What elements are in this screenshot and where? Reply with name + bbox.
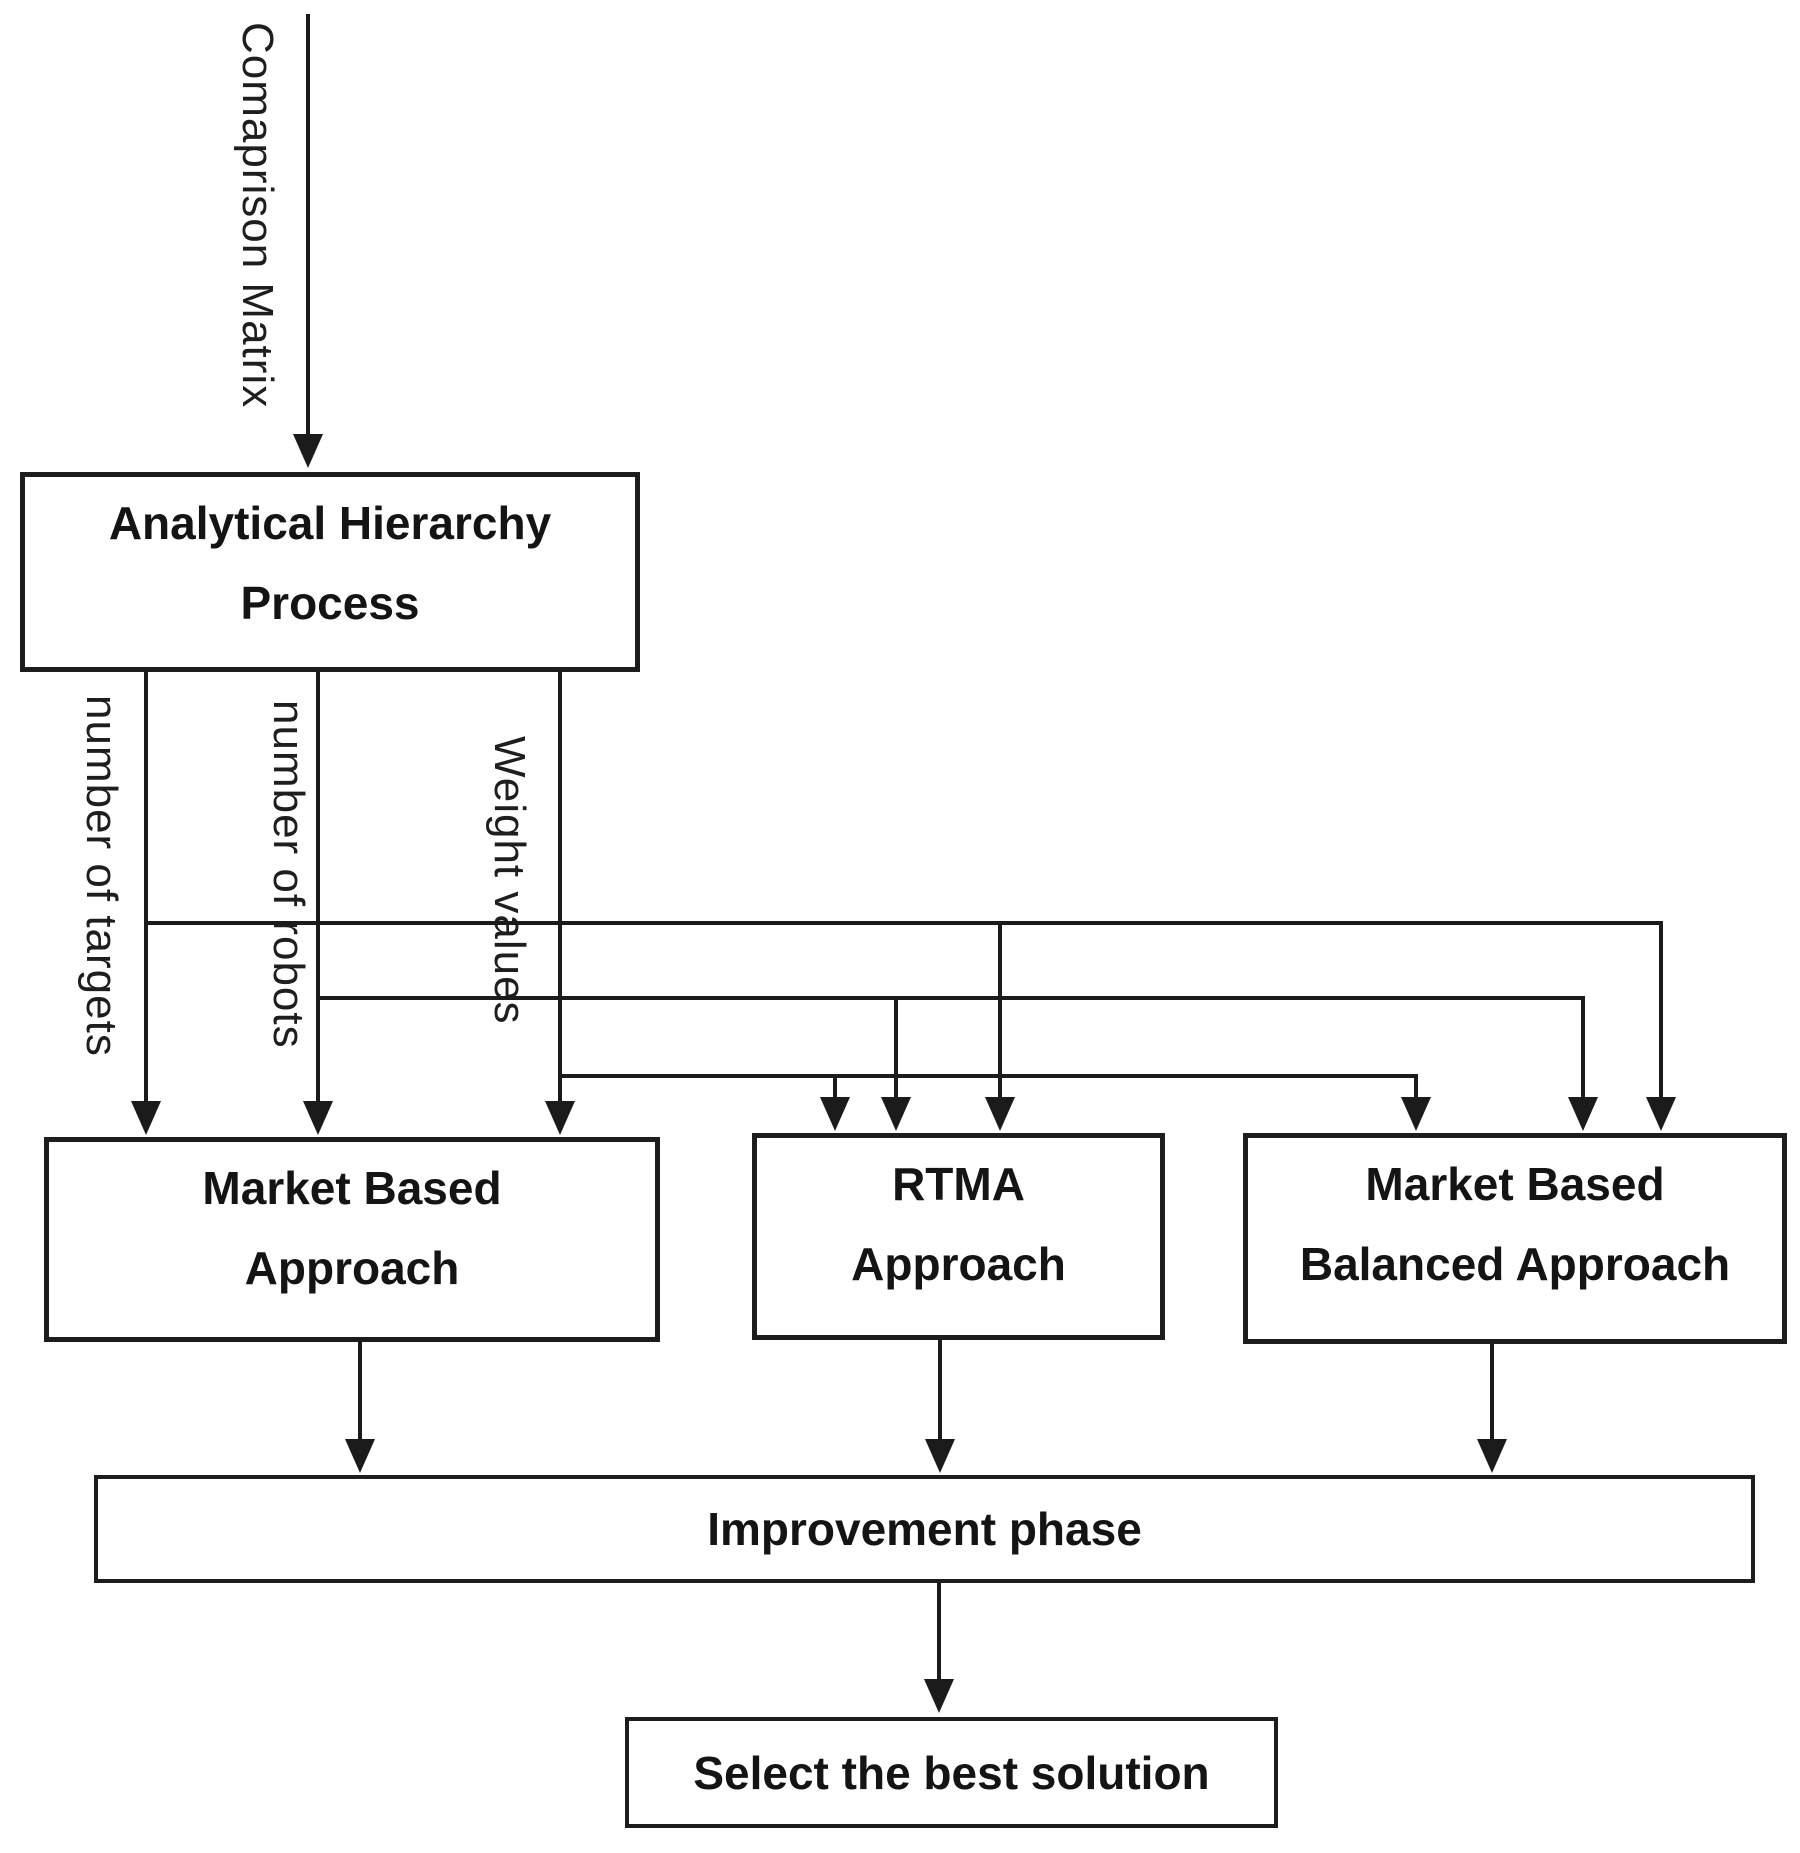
edge-branch1-rtma-arrowhead-icon (985, 1097, 1015, 1131)
edge-improvement-to-select (937, 1583, 941, 1679)
edge-branch3-drop-balanced (1414, 1074, 1418, 1097)
node-ahp-label-line2: Process (240, 577, 420, 629)
edge-branch2-drop-balanced (1581, 996, 1585, 1097)
edge-branch2-drop-rtma (894, 996, 898, 1097)
node-balanced-label-line2: Balanced Approach (1299, 1238, 1731, 1290)
edge-number-of-robots-arrowhead-icon (303, 1101, 333, 1135)
node-rtma-label-line1: RTMA (892, 1158, 1025, 1210)
edge-branch2-rtma-arrowhead-icon (881, 1097, 911, 1131)
node-balanced-label-line1: Market Based (1365, 1158, 1665, 1210)
edge-branch1-drop-rtma (998, 921, 1002, 1097)
edge-rtma-to-improvement (938, 1340, 942, 1439)
edge-comparison-matrix-line (306, 14, 310, 434)
edge-branch1-balanced-arrowhead-icon (1646, 1097, 1676, 1131)
edge-balanced-to-improvement (1490, 1344, 1494, 1439)
edge-rtma-to-improvement-arrowhead-icon (925, 1439, 955, 1473)
node-ahp-label-line1: Analytical Hierarchy (108, 497, 552, 549)
edge-weight-values-arrowhead-icon (545, 1101, 575, 1135)
edge-number-of-targets-arrowhead-icon (131, 1101, 161, 1135)
edge-number-of-targets-line (144, 670, 148, 1101)
edge-branch2-horizontal (318, 996, 1585, 1000)
node-rtma-approach: RTMA Approach (752, 1133, 1165, 1340)
node-select-best-solution: Select the best solution (625, 1717, 1278, 1828)
edge-label-number-of-robots: number of robots (264, 700, 313, 1049)
edge-improvement-to-select-arrowhead-icon (924, 1679, 954, 1713)
edge-weight-values-line (558, 670, 562, 1101)
edge-branch1-drop-balanced (1659, 921, 1663, 1097)
node-analytical-hierarchy-process: Analytical Hierarchy Process (20, 472, 640, 672)
edge-comparison-matrix-arrowhead-icon (293, 434, 323, 468)
node-improvement-phase: Improvement phase (94, 1475, 1755, 1583)
edge-market-based-to-improvement-arrowhead-icon (345, 1439, 375, 1473)
node-market-based-label-line2: Approach (244, 1242, 460, 1294)
edge-branch1-horizontal (146, 921, 1663, 925)
edge-branch3-rtma-arrowhead-icon (820, 1097, 850, 1131)
edge-branch2-balanced-arrowhead-icon (1568, 1097, 1598, 1131)
edge-market-based-to-improvement (358, 1342, 362, 1439)
edge-balanced-to-improvement-arrowhead-icon (1477, 1439, 1507, 1473)
edge-label-comparison-matrix: Comaprison Matrix (233, 22, 282, 409)
edge-branch3-balanced-arrowhead-icon (1401, 1097, 1431, 1131)
edge-number-of-robots-line (316, 670, 320, 1101)
edge-branch3-horizontal (560, 1074, 1418, 1078)
node-improvement-phase-label: Improvement phase (707, 1503, 1142, 1555)
node-market-based-label-line1: Market Based (202, 1162, 502, 1214)
node-select-best-solution-label: Select the best solution (693, 1746, 1210, 1799)
edge-label-number-of-targets: number of targets (77, 695, 126, 1057)
edge-label-weight-values: Weight values (485, 736, 534, 1025)
edge-branch3-drop-rtma (833, 1074, 837, 1097)
node-rtma-label-line2: Approach (851, 1238, 1066, 1290)
node-market-based-balanced-approach: Market Based Balanced Approach (1243, 1133, 1787, 1344)
node-market-based-approach: Market Based Approach (44, 1137, 660, 1342)
